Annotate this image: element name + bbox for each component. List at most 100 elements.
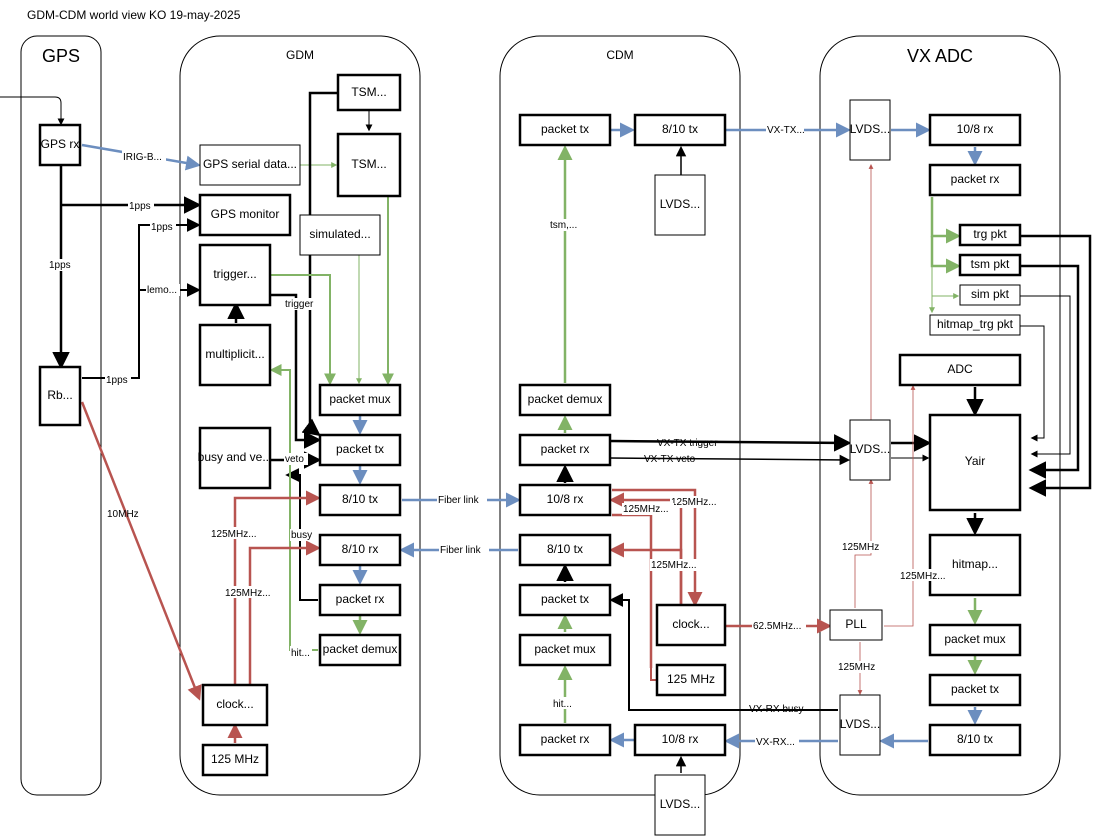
gps-rx-block[interactable]: [38, 123, 82, 167]
cdm-108-rx-bot-label: 10/8 rx: [662, 732, 699, 746]
gdm-panel-title: GDM: [286, 48, 314, 62]
vx-packet-rx-label: packet rx: [951, 172, 1000, 186]
vx-810-tx-label: 8/10 tx: [957, 732, 993, 746]
tsm-mid-block[interactable]: [336, 132, 402, 198]
cdm-810-tx-label: 8/10 tx: [547, 542, 583, 556]
cdm-810-tx-top-block[interactable]: [633, 113, 727, 147]
rb-block[interactable]: [38, 365, 82, 427]
cdm-clock-block[interactable]: [655, 603, 727, 647]
trigger-to-packet-tx-edge: [271, 293, 322, 449]
cdm-packet-tx-top-block[interactable]: [518, 113, 612, 147]
tsm-pkt-block[interactable]: [958, 253, 1022, 277]
gps-antenna-edge: [0, 96, 65, 126]
vx-lvds-bot-block[interactable]: [839, 694, 881, 756]
c125-2-label: 125MHz...: [623, 504, 669, 515]
c125-1-label: 125MHz...: [671, 497, 717, 508]
cdm-packet-tx-label: packet tx: [541, 592, 589, 606]
pps3-label: 1pps: [49, 260, 71, 271]
gdm-packet-mux-label: packet mux: [329, 392, 390, 406]
busy-label: busy: [291, 530, 312, 541]
sim-pkt-label: sim pkt: [971, 287, 1010, 301]
veto-label-bg: [284, 453, 308, 465]
c125-3-label: 125MHz...: [651, 560, 697, 571]
packet-rx-to-trg-pkt-edge: [930, 197, 961, 244]
gdm-packet-mux-block[interactable]: [318, 383, 402, 417]
pps4-label: 1pps: [106, 375, 128, 386]
vx-packet-mux-block[interactable]: [928, 623, 1022, 657]
tsm-top-block[interactable]: [336, 73, 402, 112]
vx-adc-panel-title: VX ADC: [907, 46, 973, 66]
cdm-packet-rx-bot-label: packet rx: [541, 732, 590, 746]
vx-packet-tx-block[interactable]: [928, 673, 1022, 707]
vx-108-rx-block[interactable]: [928, 113, 1022, 147]
cdm-packet-mux-block[interactable]: [518, 633, 612, 667]
sim-pkt-to-yair-edge: [1020, 295, 1071, 458]
trigger-label: trigger...: [213, 267, 256, 281]
adc-block[interactable]: [898, 353, 1022, 387]
hitmap-block[interactable]: [928, 533, 1022, 597]
trigger-block[interactable]: [198, 243, 272, 307]
pps3-label-bg: [48, 259, 74, 271]
busy-veto-block[interactable]: [198, 426, 272, 490]
cdm-packet-tx-top-label: packet tx: [541, 122, 589, 136]
simulated-block[interactable]: [299, 214, 381, 256]
trg-pkt-block[interactable]: [958, 223, 1022, 247]
lemo-label: lemo...: [147, 285, 177, 296]
yair-block[interactable]: [928, 413, 1022, 512]
gps-monitor-label: GPS monitor: [211, 207, 280, 221]
clock-to-810rx-edge: [248, 540, 321, 684]
cdm-packet-rx-block[interactable]: [518, 433, 612, 467]
cdm-packet-rx-bot-block[interactable]: [518, 723, 612, 757]
gdm-clock-block[interactable]: [201, 683, 269, 727]
vx-rx-label-bg: [755, 736, 799, 748]
cdm-lvds-bot-block[interactable]: [654, 774, 706, 836]
pll-block[interactable]: [829, 609, 883, 641]
tsm-pkt-label: tsm pkt: [971, 257, 1010, 271]
trigger-to-mux-edge: [271, 274, 336, 386]
gdm-125b-label: 125MHz...: [225, 588, 271, 599]
gdm-810-rx-block[interactable]: [318, 533, 402, 567]
rb-pps-to-monitor-edge: [82, 218, 201, 379]
cdm-packet-tx-block[interactable]: [518, 583, 612, 617]
cdm-108-rx-block[interactable]: [518, 483, 612, 517]
vx-tx-label-bg: [766, 124, 804, 136]
multiplicity-block[interactable]: [198, 323, 272, 387]
hitmap-trg-pkt-block[interactable]: [929, 314, 1021, 336]
cdm-packet-demux-block[interactable]: [518, 383, 612, 417]
gps-panel: [20, 35, 102, 796]
pll-to-adc-edge: [884, 385, 916, 627]
gps-serial-block[interactable]: [199, 144, 301, 186]
cdm-hit-label: hit...: [553, 699, 572, 710]
cdm-125-to-clock-path: [612, 513, 653, 668]
vx-lvds-mid-block[interactable]: [849, 419, 891, 481]
cdm-125mhz-block[interactable]: [655, 663, 727, 697]
cdm-108-rx-bot-block[interactable]: [633, 723, 727, 757]
cdm-packet-mux-label: packet mux: [534, 642, 595, 656]
gdm-125mhz-label: 125 MHz: [211, 752, 259, 766]
cdm-lvds-top-block[interactable]: [654, 174, 706, 236]
rb-label: Rb...: [47, 388, 72, 402]
gdm-clock-label: clock...: [216, 697, 253, 711]
sim-pkt-block[interactable]: [959, 284, 1021, 306]
tsm-pkt-to-yair-edge: [1020, 264, 1080, 479]
vx-tx-trigger-edge: [609, 434, 852, 452]
gps-monitor-block[interactable]: [198, 193, 292, 237]
trigger-edge-label-bg: [284, 298, 318, 310]
gdm-packet-demux-block[interactable]: [318, 633, 402, 667]
vx-packet-rx-block[interactable]: [928, 163, 1022, 197]
pps1-label-bg: [128, 200, 154, 212]
gdm-810-tx-block[interactable]: [318, 483, 402, 517]
tsm-label-bg: [549, 219, 581, 231]
gdm-125mhz-block[interactable]: [201, 743, 269, 777]
busy-label-bg: [290, 529, 312, 541]
vx-tx-label: VX-TX...: [767, 125, 805, 136]
cdm-108-rx-label: 10/8 rx: [547, 492, 584, 506]
gdm-packet-tx-block[interactable]: [318, 433, 402, 467]
cdm-panel-title: CDM: [606, 48, 633, 62]
gdm-packet-rx-block[interactable]: [318, 583, 402, 617]
cdm-810-tx-block[interactable]: [518, 533, 612, 567]
10mhz-label: 10MHz: [107, 509, 139, 520]
vx-lvds-top-block[interactable]: [849, 99, 891, 161]
vx-810-tx-block[interactable]: [928, 723, 1022, 757]
diagram-title: GDM-CDM world view KO 19-may-2025: [27, 8, 241, 22]
